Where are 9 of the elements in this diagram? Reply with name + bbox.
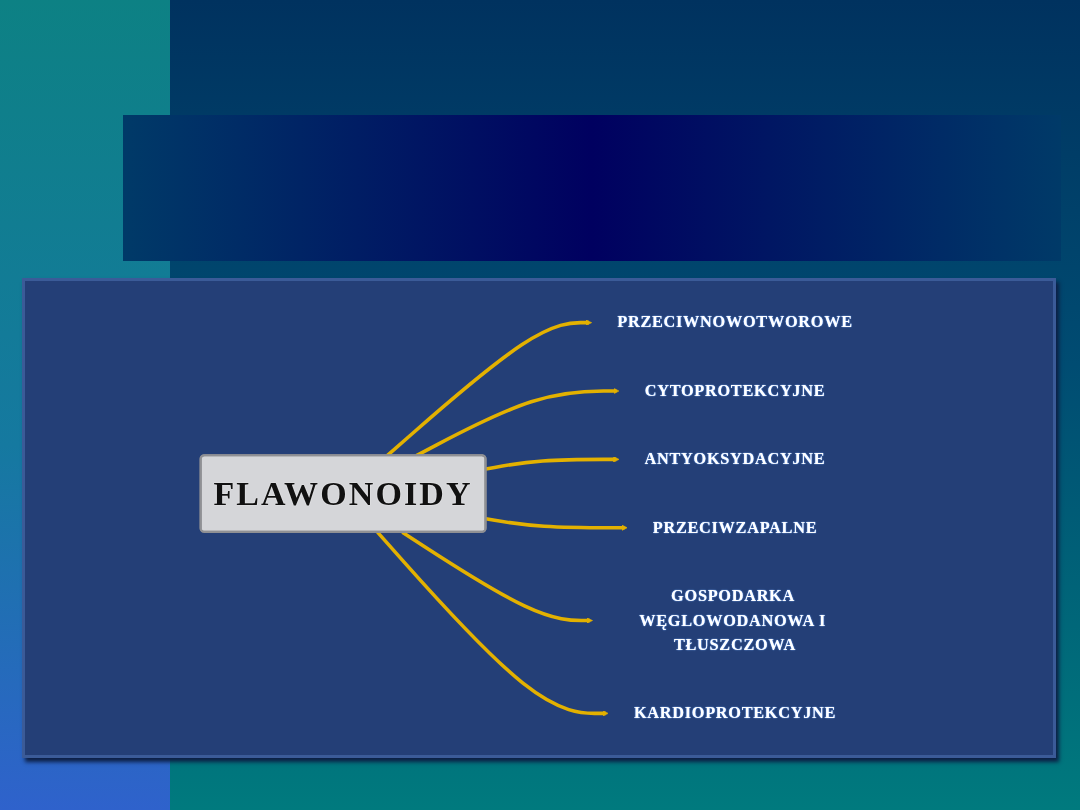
arrow xyxy=(375,531,609,717)
node-text: PRZECIWNOWOTWOROWE xyxy=(616,313,853,331)
arrow xyxy=(485,517,628,531)
arrow xyxy=(485,456,619,471)
node-text: ANTYOKSYDACYJNE xyxy=(644,449,825,468)
node-text: GOSPODARKA WĘGLOWODANOWA I TŁUSZCZOWA xyxy=(638,586,826,654)
node-text: PRZECIWZAPALNE xyxy=(652,518,817,537)
node-text: CYTOPROTEKCYJNE xyxy=(644,381,825,400)
node-text: KARDIOPROTEKCYJNE xyxy=(633,703,836,722)
